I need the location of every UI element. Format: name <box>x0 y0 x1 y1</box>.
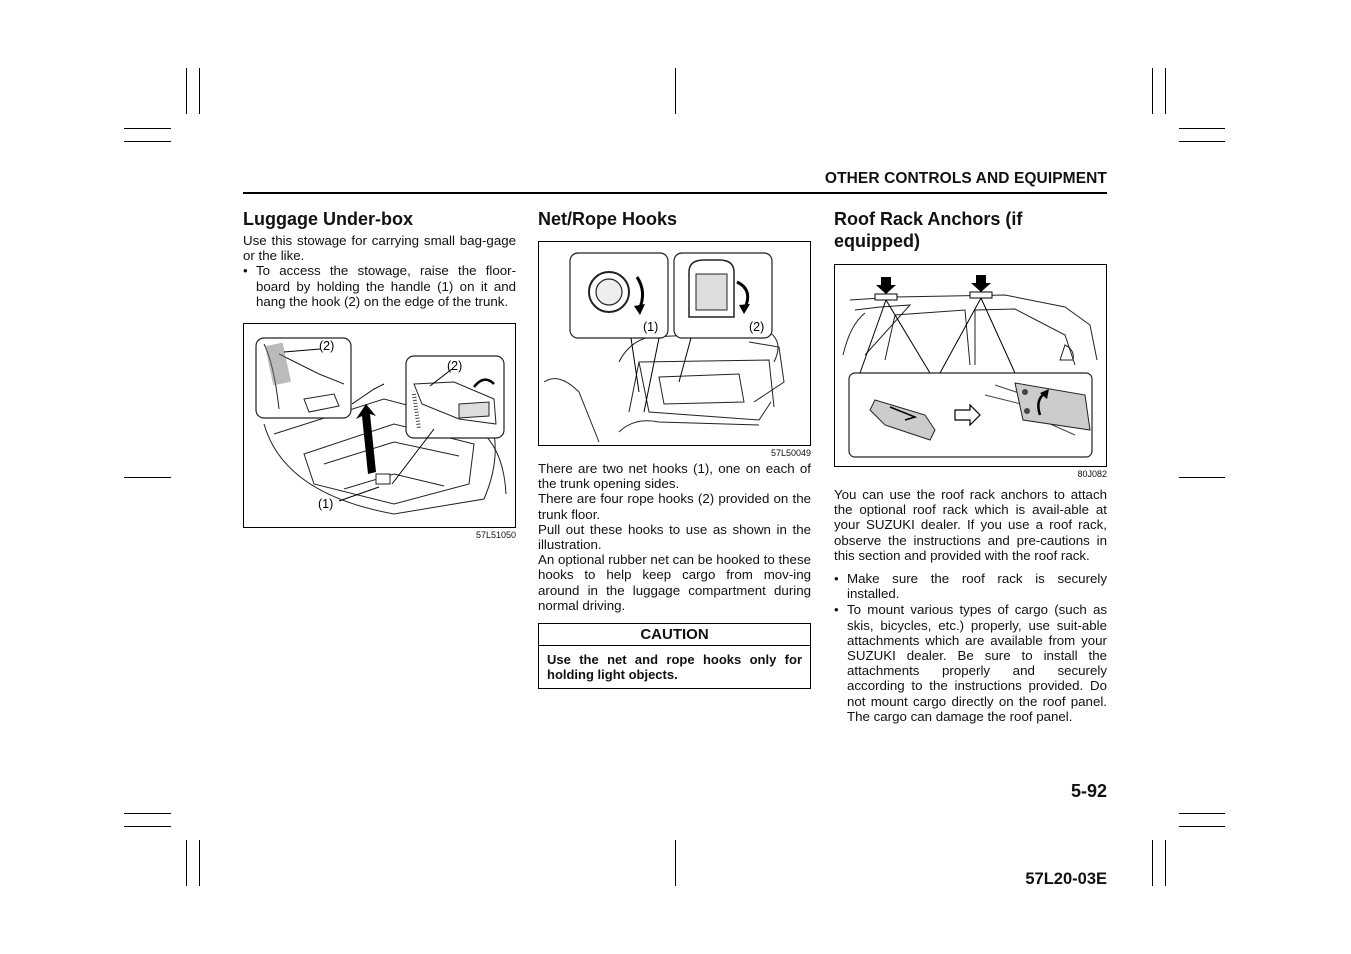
rope-hooks-paragraph: There are four rope hooks (2) provided o… <box>538 491 811 522</box>
rotate-arrow-icon <box>473 378 495 388</box>
list-item: • To mount various types of cargo (such … <box>834 602 1107 724</box>
roof-anchor-illustration <box>842 275 1098 458</box>
luggage-underbox-heading: Luggage Under-box <box>243 209 413 229</box>
bullet-icon: • <box>243 263 248 279</box>
net-hooks-paragraph: There are two net hooks (1), one on each… <box>538 461 811 492</box>
right-arrow-icon <box>954 403 981 427</box>
crop-mark <box>1179 826 1225 827</box>
roof-rack-intro: You can use the roof rack anchors to att… <box>834 487 1107 563</box>
crop-mark <box>1165 840 1166 886</box>
net-rope-hooks-section: Net/Rope Hooks (1) <box>538 208 811 690</box>
roof-rack-heading: Roof Rack Anchors (if equipped) <box>834 209 1023 251</box>
page-number: 5-92 <box>1070 781 1107 801</box>
document-code: 57L20-03E <box>1025 870 1107 888</box>
crop-mark <box>675 68 676 114</box>
crop-mark <box>1179 813 1225 814</box>
crop-mark <box>124 477 171 478</box>
figure-code: 80J082 <box>1077 469 1107 479</box>
bullet-icon: • <box>834 571 839 587</box>
trunk-hooks-illustration: (1) (2) <box>543 252 785 443</box>
figure-label: (2) <box>447 359 462 373</box>
net-rope-hooks-figure: (1) (2) <box>538 241 811 446</box>
crop-mark <box>1165 68 1166 114</box>
bullet-icon: • <box>834 602 839 618</box>
crop-mark <box>124 813 171 814</box>
crop-mark <box>1179 128 1225 129</box>
crop-mark <box>1152 68 1153 114</box>
trunk-underbox-illustration: (2) (2) (1) <box>255 337 507 515</box>
pull-out-paragraph: Pull out these hooks to use as shown in … <box>538 521 811 553</box>
lift-arrow-icon <box>356 404 376 475</box>
figure-label: (1) <box>643 320 658 334</box>
crop-mark <box>1179 141 1225 142</box>
luggage-underbox-section: Luggage Under-box Use this stowage for c… <box>243 208 516 541</box>
crop-mark <box>199 840 200 886</box>
figure-code: 57L50049 <box>770 448 811 458</box>
crop-mark <box>675 840 676 886</box>
crop-mark <box>186 840 187 886</box>
bullet-text: To access the stowage, raise the floor-b… <box>256 263 516 309</box>
caution-text: Use the net and rope hooks only for hold… <box>547 652 802 683</box>
inset-board-detail <box>405 355 505 439</box>
crop-mark <box>124 826 171 827</box>
crop-mark <box>124 128 171 129</box>
figure-label: (2) <box>749 320 764 334</box>
section-header-title: OTHER CONTROLS AND EQUIPMENT <box>824 170 1107 187</box>
down-arrow-icon <box>971 275 991 292</box>
roof-rack-anchors-section: Roof Rack Anchors (if equipped) <box>834 208 1107 724</box>
luggage-underbox-intro: Use this stowage for carrying small bag-… <box>243 233 516 264</box>
crop-mark <box>199 68 200 114</box>
crop-mark <box>1152 840 1153 886</box>
figure-code: 57L51050 <box>475 530 516 541</box>
crop-mark <box>1179 477 1225 478</box>
header-rule <box>243 192 1107 194</box>
luggage-underbox-figure: (2) (2) (1) <box>243 323 516 529</box>
net-rope-hooks-heading: Net/Rope Hooks <box>538 209 678 229</box>
figure-label: (2) <box>319 339 334 353</box>
down-arrow-icon <box>876 277 896 294</box>
bullet-text: To mount various types of cargo (such as… <box>847 602 1107 724</box>
figure-label: (1) <box>318 497 333 511</box>
rubber-net-paragraph: An optional rubber net can be hooked to … <box>538 552 811 613</box>
crop-mark <box>124 141 171 142</box>
roof-rack-figure <box>834 264 1107 467</box>
caution-box: CAUTION Use the net and rope hooks only … <box>538 623 811 690</box>
list-item: • Make sure the roof rack is securely in… <box>834 571 1107 601</box>
crop-mark <box>186 68 187 114</box>
bullet-text: Make sure the roof rack is securely inst… <box>847 571 1107 602</box>
list-item: • To access the stowage, raise the floor… <box>243 263 516 309</box>
caution-title: CAUTION <box>539 624 810 647</box>
